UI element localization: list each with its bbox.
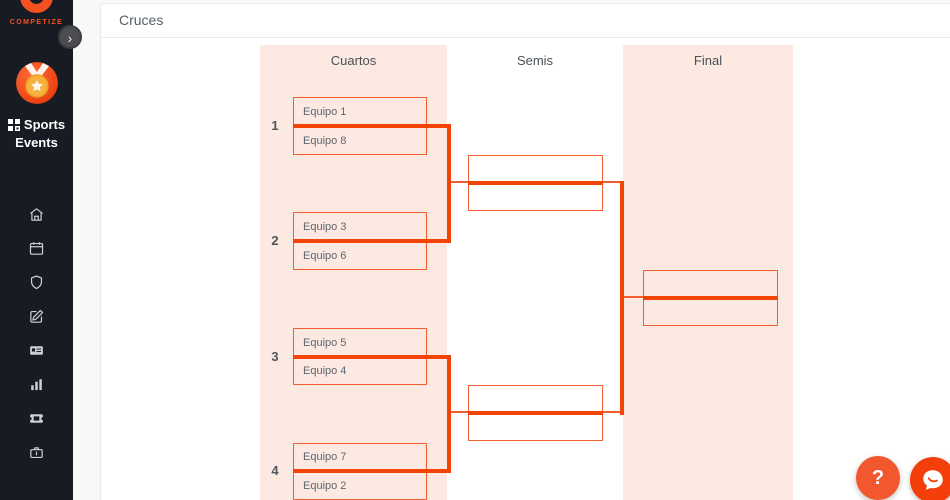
sidebar-item-id-card[interactable] bbox=[28, 342, 45, 359]
bracket-slot-q2-b[interactable]: Equipo 6 bbox=[293, 241, 427, 270]
app-title-line1: Sports bbox=[23, 117, 66, 132]
sidebar-collapse-button[interactable]: › bbox=[58, 25, 82, 49]
sidebar-item-ticket[interactable] bbox=[28, 410, 45, 427]
round-band-cuartos bbox=[260, 45, 447, 500]
grid-icon bbox=[7, 119, 20, 131]
chat-button[interactable] bbox=[910, 457, 950, 500]
sidebar-item-shield[interactable] bbox=[28, 274, 45, 291]
sidebar: COMPETIZE Sports Events bbox=[0, 0, 73, 500]
shield-icon bbox=[30, 275, 43, 290]
round-header-semis: Semis bbox=[516, 53, 554, 68]
bracket-slot-q2-a[interactable]: Equipo 3 bbox=[293, 212, 427, 241]
bracket-slot-q3-b[interactable]: Equipo 4 bbox=[293, 357, 427, 385]
match-number: 3 bbox=[271, 349, 279, 364]
match-divider bbox=[293, 355, 451, 359]
team-name: Equipo 1 bbox=[303, 105, 347, 118]
app-title-line2: Events bbox=[15, 135, 58, 150]
bracket-slot-s1-a[interactable] bbox=[468, 155, 603, 183]
help-button[interactable]: ? bbox=[856, 456, 900, 500]
bracket-slot-q1-b[interactable]: Equipo 8 bbox=[293, 126, 427, 155]
sidebar-item-stats[interactable] bbox=[28, 376, 45, 393]
sidebar-item-compose[interactable] bbox=[28, 308, 45, 325]
sidebar-item-calendar[interactable] bbox=[28, 240, 45, 257]
bracket-slot-final-b[interactable] bbox=[643, 298, 778, 326]
connector-vertical bbox=[447, 355, 451, 473]
bracket-slot-s1-b[interactable] bbox=[468, 183, 603, 211]
app-title: Sports Events bbox=[0, 116, 73, 152]
connector-line bbox=[624, 296, 643, 298]
match-divider bbox=[293, 124, 451, 128]
bracket-slot-s2-a[interactable] bbox=[468, 385, 603, 413]
page-title: Cruces bbox=[101, 4, 950, 38]
match-divider bbox=[468, 411, 603, 415]
match-number: 2 bbox=[271, 233, 279, 248]
round-band-final bbox=[623, 45, 793, 500]
connector-line bbox=[451, 181, 468, 183]
team-name: Equipo 8 bbox=[303, 134, 347, 147]
brand-name: COMPETIZE bbox=[9, 19, 64, 26]
connector-line bbox=[603, 411, 620, 413]
match-divider bbox=[293, 239, 451, 243]
connector-vertical bbox=[447, 124, 451, 243]
calendar-icon bbox=[29, 242, 44, 255]
sidebar-item-briefcase[interactable] bbox=[28, 444, 45, 461]
compose-icon bbox=[30, 309, 44, 323]
team-name: Equipo 3 bbox=[303, 220, 347, 233]
medal-icon bbox=[16, 62, 58, 104]
bracket-slot-q4-a[interactable]: Equipo 7 bbox=[293, 443, 427, 471]
bracket-slot-s2-b[interactable] bbox=[468, 413, 603, 441]
round-header-cuartos: Cuartos bbox=[330, 53, 377, 68]
bracket-slot-q3-a[interactable]: Equipo 5 bbox=[293, 328, 427, 357]
main-panel: Cruces bbox=[100, 3, 950, 500]
team-name: Equipo 2 bbox=[303, 479, 347, 492]
sidebar-nav bbox=[0, 206, 73, 461]
match-divider bbox=[468, 181, 603, 185]
round-header-final: Final bbox=[693, 53, 723, 68]
connector-vertical bbox=[620, 181, 624, 415]
home-icon bbox=[30, 208, 43, 221]
team-name: Equipo 6 bbox=[303, 249, 347, 262]
competize-logo-icon bbox=[20, 0, 53, 13]
bracket-slot-q1-a[interactable]: Equipo 1 bbox=[293, 97, 427, 126]
team-name: Equipo 7 bbox=[303, 451, 347, 463]
match-number: 4 bbox=[271, 463, 279, 478]
sidebar-item-home[interactable] bbox=[28, 206, 45, 223]
team-name: Equipo 5 bbox=[303, 336, 347, 349]
team-name: Equipo 4 bbox=[303, 365, 347, 377]
match-divider bbox=[293, 469, 451, 473]
connector-line bbox=[603, 181, 620, 183]
connector-line bbox=[451, 411, 468, 413]
briefcase-icon bbox=[30, 447, 43, 459]
id-card-icon bbox=[30, 346, 43, 355]
ticket-icon bbox=[30, 414, 43, 423]
chat-bubble-icon bbox=[923, 470, 943, 490]
match-divider bbox=[643, 296, 778, 300]
sports-events-logo[interactable] bbox=[16, 62, 58, 104]
bracket-slot-q4-b[interactable]: Equipo 2 bbox=[293, 471, 427, 500]
bracket-slot-final-a[interactable] bbox=[643, 270, 778, 298]
match-number: 1 bbox=[271, 118, 279, 133]
stats-icon bbox=[31, 379, 42, 391]
